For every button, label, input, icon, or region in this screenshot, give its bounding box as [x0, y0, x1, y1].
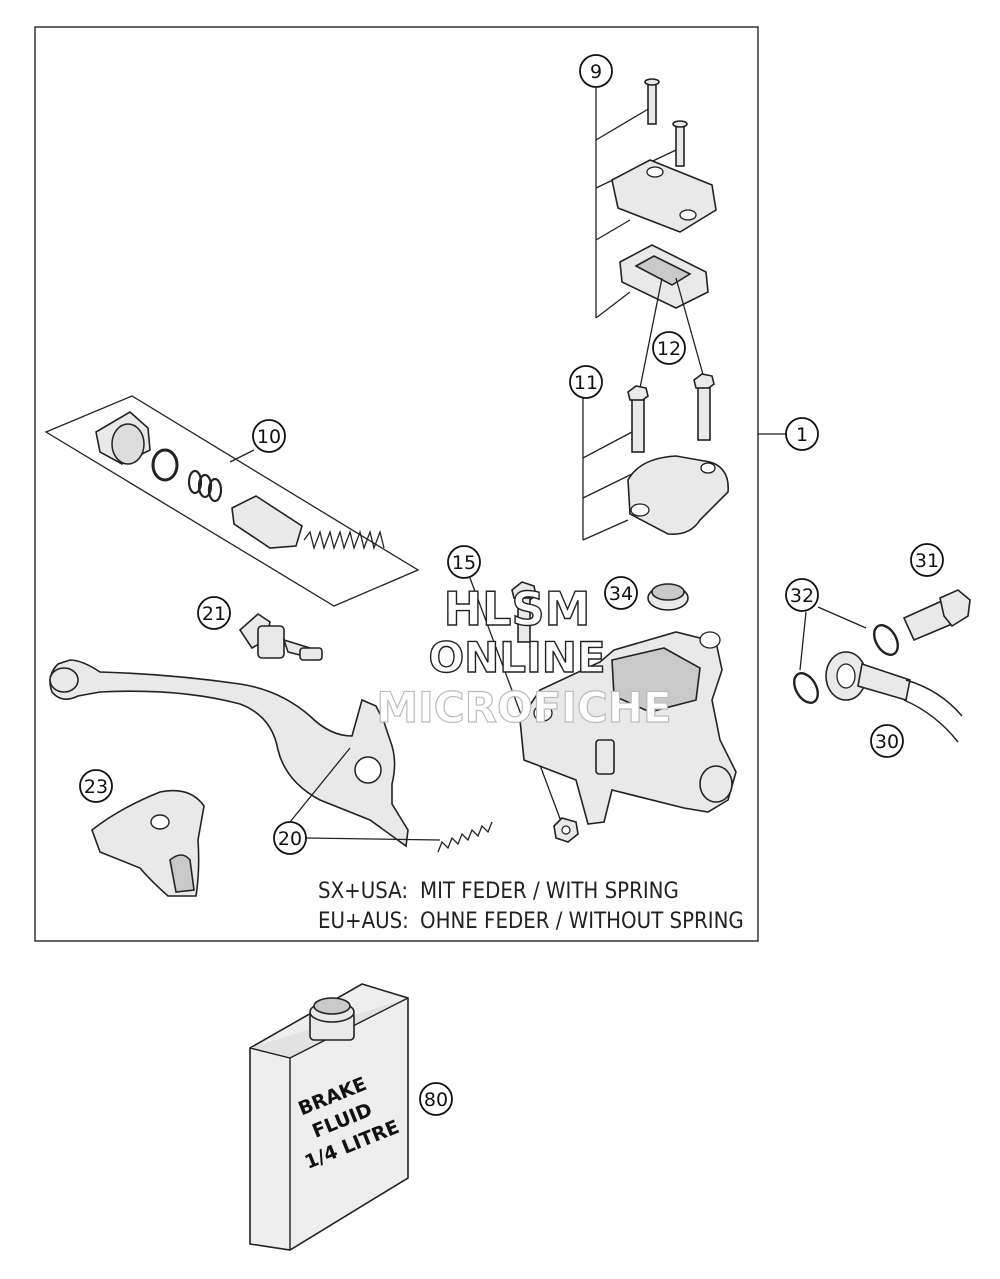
callout-9-label: 9: [590, 61, 602, 83]
callout-1: 1: [785, 417, 819, 451]
callout-10-label: 10: [257, 426, 281, 448]
part-10-piston-kit: [44, 395, 420, 607]
part-21-adjuster-screw: [238, 612, 323, 661]
part-30-brake-hose: [825, 651, 963, 743]
note-line-1-text: MIT FEDER / WITH SPRING: [420, 879, 679, 904]
callout-34-label: 34: [609, 583, 633, 605]
part-32-washers: [793, 606, 899, 704]
callout-80-label: 80: [424, 1089, 448, 1111]
callout-9: 9: [579, 54, 613, 88]
callout-15-label: 15: [452, 552, 476, 574]
note-line-2-prefix: EU+AUS:: [318, 909, 409, 934]
note-line-2-text: OHNE FEDER / WITHOUT SPRING: [420, 909, 744, 934]
part-80-brake-fluid-bottle: BRAKE FLUID 1/4 LITRE: [249, 983, 409, 1251]
part-15-pivot-bolt: [469, 577, 579, 843]
part-11-clamp: [582, 277, 729, 541]
watermark-line-3: MICROFICHE: [376, 683, 671, 732]
callout-34: 34: [604, 576, 638, 610]
callout-80: 80: [419, 1082, 453, 1116]
part-34-cap: [647, 583, 689, 611]
callout-32-label: 32: [790, 585, 814, 607]
callout-30-label: 30: [875, 731, 899, 753]
callout-1-label: 1: [796, 424, 808, 446]
callout-11: 11: [569, 365, 603, 399]
callout-21: 21: [197, 596, 231, 630]
part-23-lever-protector: [91, 789, 205, 897]
callout-31: 31: [910, 543, 944, 577]
callout-15: 15: [447, 545, 481, 579]
master-cylinder-body: [519, 631, 737, 825]
callout-30: 30: [870, 724, 904, 758]
callout-10: 10: [252, 419, 286, 453]
part-20-brake-lever: [49, 659, 409, 848]
callout-12: 12: [652, 331, 686, 365]
callout-32: 32: [785, 578, 819, 612]
callout-31-label: 31: [915, 550, 939, 572]
assembly-frame: [34, 26, 759, 942]
callout-20: 20: [273, 821, 307, 855]
callout-11-label: 11: [574, 372, 598, 394]
callout-21-label: 21: [202, 603, 226, 625]
part-20-spring: [305, 821, 493, 853]
watermark-line-1: HLSM: [444, 582, 591, 636]
callout-23-label: 23: [84, 776, 108, 798]
callout-23: 23: [79, 769, 113, 803]
watermark-line-2: ONLINE: [428, 633, 605, 682]
part-9-reservoir-cover: [595, 78, 717, 319]
part-31-banjo-bolt: [902, 589, 971, 642]
callout-12-label: 12: [657, 338, 681, 360]
note-line-1-prefix: SX+USA:: [318, 879, 408, 904]
callout-20-label: 20: [278, 828, 302, 850]
